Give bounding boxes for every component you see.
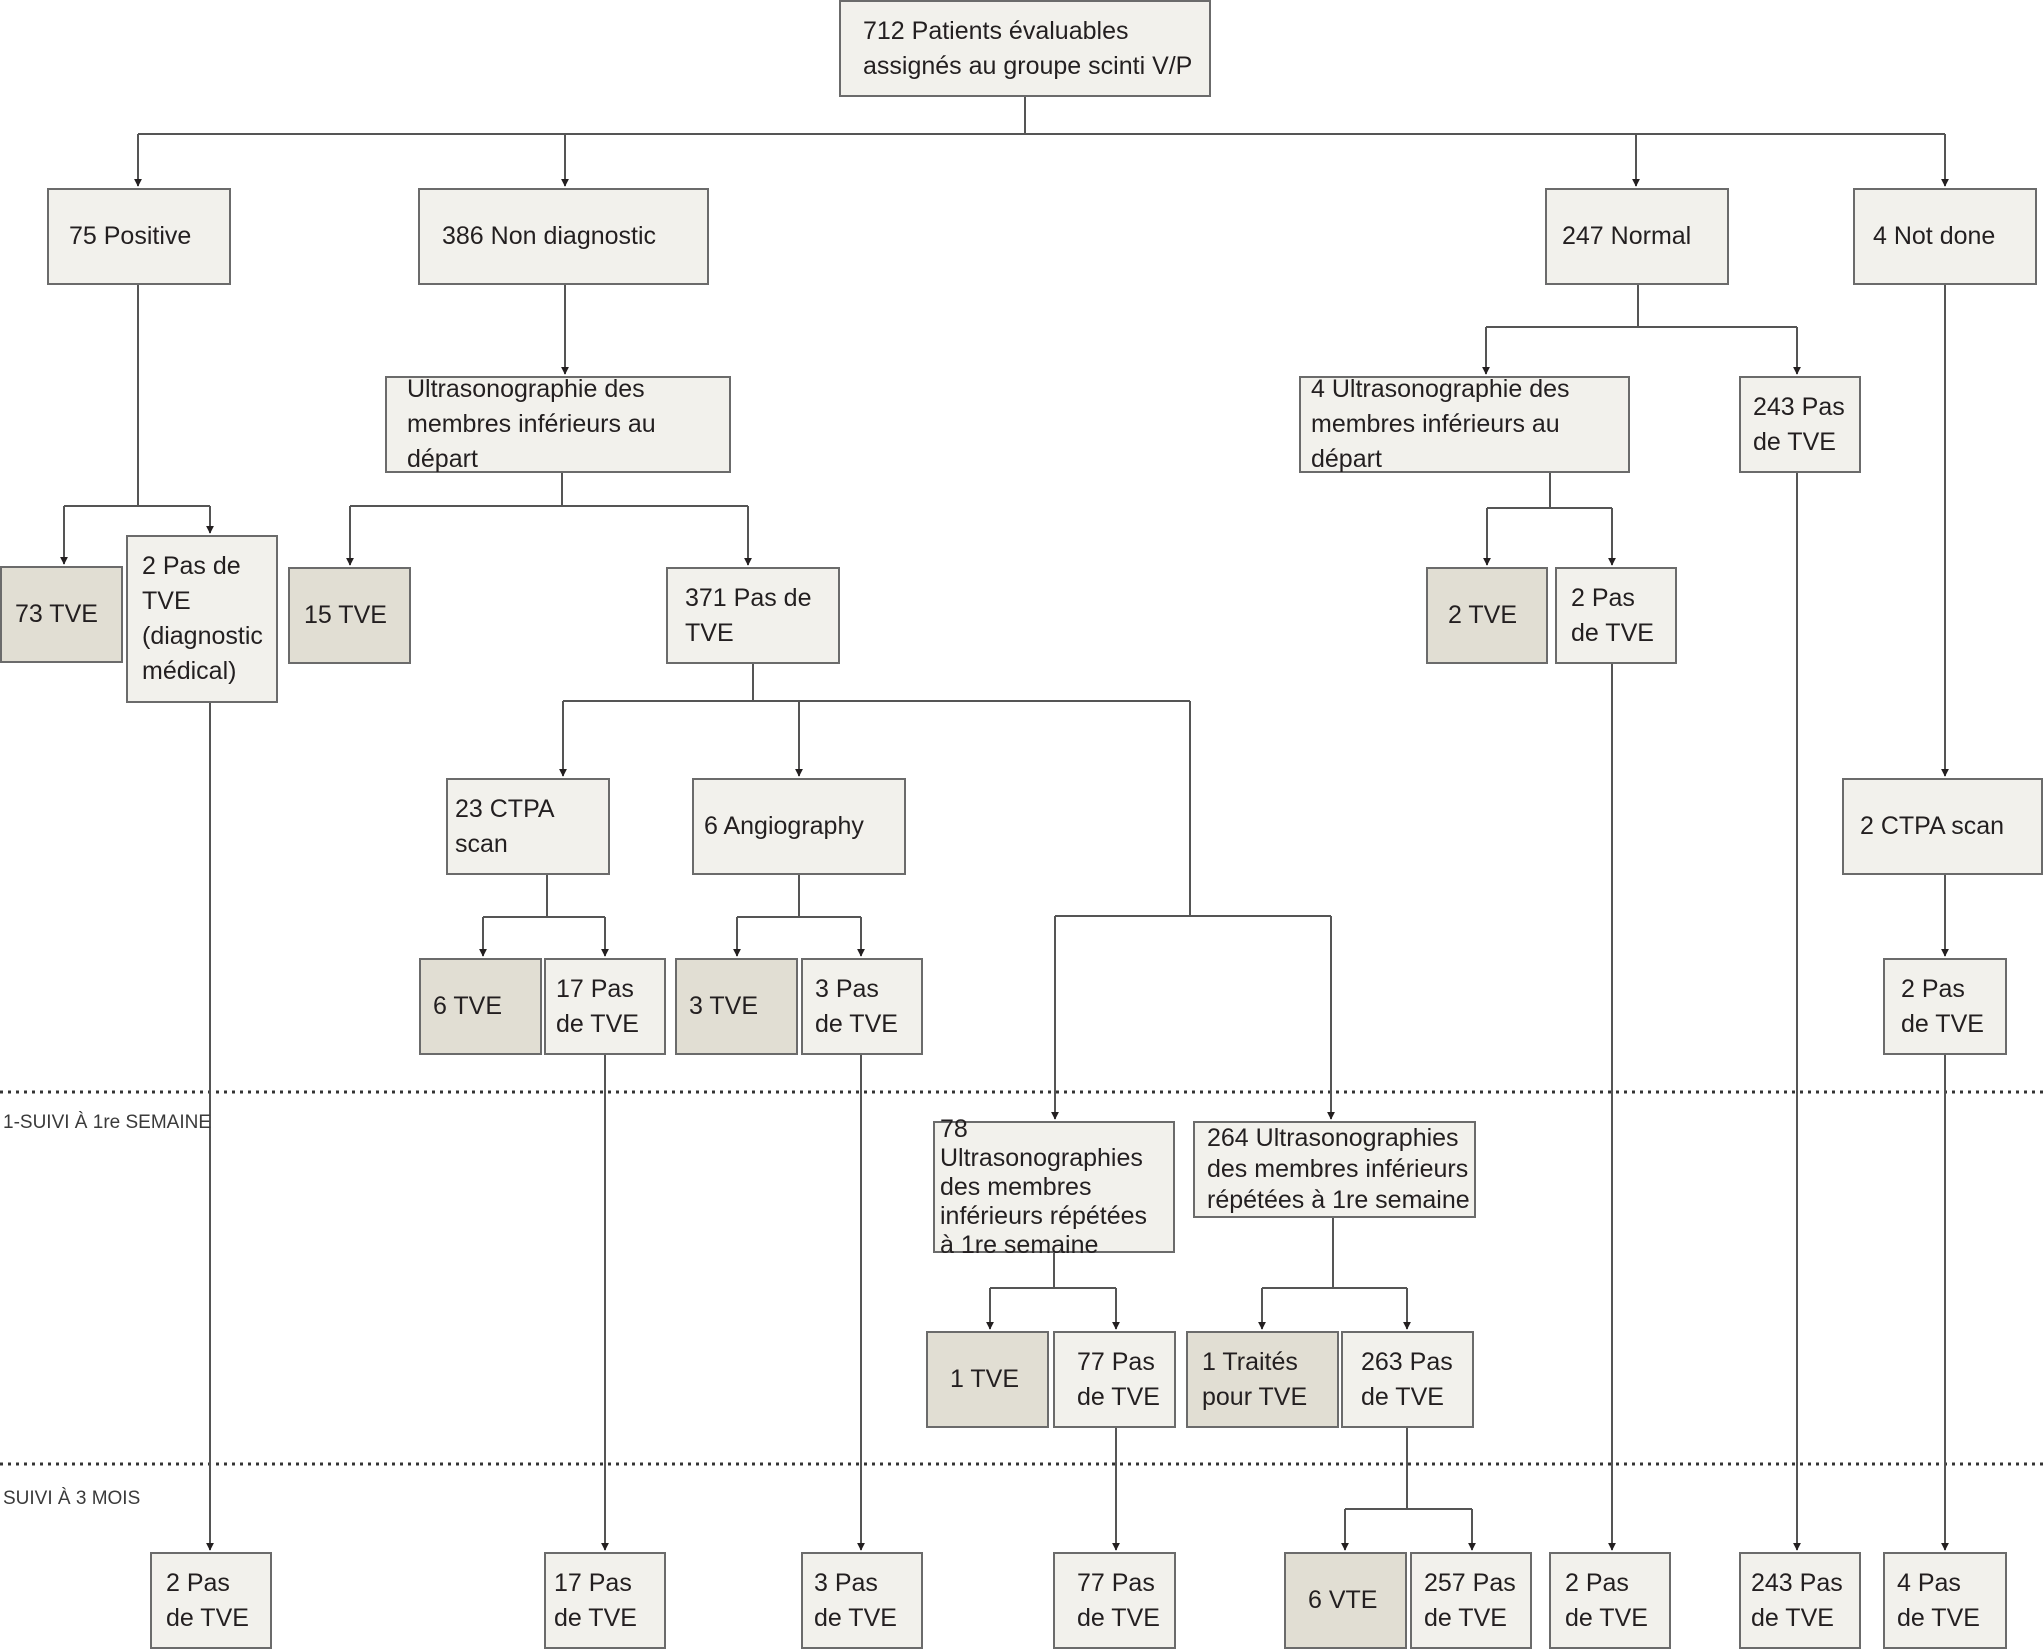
node-us78-tve: 1 TVE [926,1331,1049,1428]
node-m3-257: 257 Pas de TVE [1410,1552,1532,1649]
node-m3-243: 243 Pas de TVE [1739,1552,1861,1649]
node-nondiag-tve: 15 TVE [288,567,411,664]
node-ctpa-2: 2 CTPA scan [1842,778,2043,875]
node-m3-positive: 2 Pas de TVE [150,1552,272,1649]
node-m3-angio: 3 Pas de TVE [801,1552,923,1649]
node-angio-no-tve: 3 Pas de TVE [801,958,923,1055]
phase-label-month3: SUIVI À 3 MOIS [3,1488,141,1509]
node-m3-us-normal: 2 Pas de TVE [1549,1552,1671,1649]
node-us-repeat-78: 78 Ultrasonographies des membres inférie… [933,1115,1175,1259]
node-positive-tve: 73 TVE [0,566,123,663]
node-root: 712 Patients évaluables assignés au grou… [839,0,1211,97]
node-nondiag-no-tve: 371 Pas de TVE [666,567,840,664]
node-m3-not-done: 4 Pas de TVE [1883,1552,2007,1649]
node-normal-no-tve-243: 243 Pas de TVE [1739,376,1861,473]
node-ultrasound-nondiag: Ultrasonographie des membres inférieurs … [385,375,731,473]
node-ctpa-23: 23 CTPA scan [446,778,610,875]
node-positive-no-tve: 2 Pas de TVE (diagnostic médical) [126,535,278,703]
node-m3-vte: 6 VTE [1284,1552,1407,1649]
node-non-diagnostic: 386 Non diagnostic [418,188,709,285]
node-us-normal-no-tve: 2 Pas de TVE [1555,567,1677,664]
node-ctpa2-no-tve: 2 Pas de TVE [1883,958,2007,1055]
node-us264-no-tve: 263 Pas de TVE [1341,1331,1474,1428]
node-positive: 75 Positive [47,188,231,285]
node-us78-no-tve: 77 Pas de TVE [1053,1331,1176,1428]
node-us264-treated: 1 Traités pour TVE [1186,1331,1339,1428]
node-us-normal-tve: 2 TVE [1426,567,1548,664]
node-ctpa-no-tve: 17 Pas de TVE [544,958,666,1055]
node-us-repeat-264: 264 Ultrasonographies des membres inféri… [1193,1121,1476,1218]
node-not-done: 4 Not done [1853,188,2037,285]
node-angio-tve: 3 TVE [675,958,798,1055]
node-normal: 247 Normal [1545,188,1729,285]
node-ultrasound-normal: 4 Ultrasonographie des membres inférieur… [1299,375,1630,473]
node-m3-us78: 77 Pas de TVE [1053,1552,1176,1649]
phase-label-week1: 1-SUIVI À 1re SEMAINE [3,1112,212,1133]
node-angiography-6: 6 Angiography [692,778,906,875]
node-ctpa-tve: 6 TVE [419,958,542,1055]
node-m3-ctpa: 17 Pas de TVE [544,1552,666,1649]
